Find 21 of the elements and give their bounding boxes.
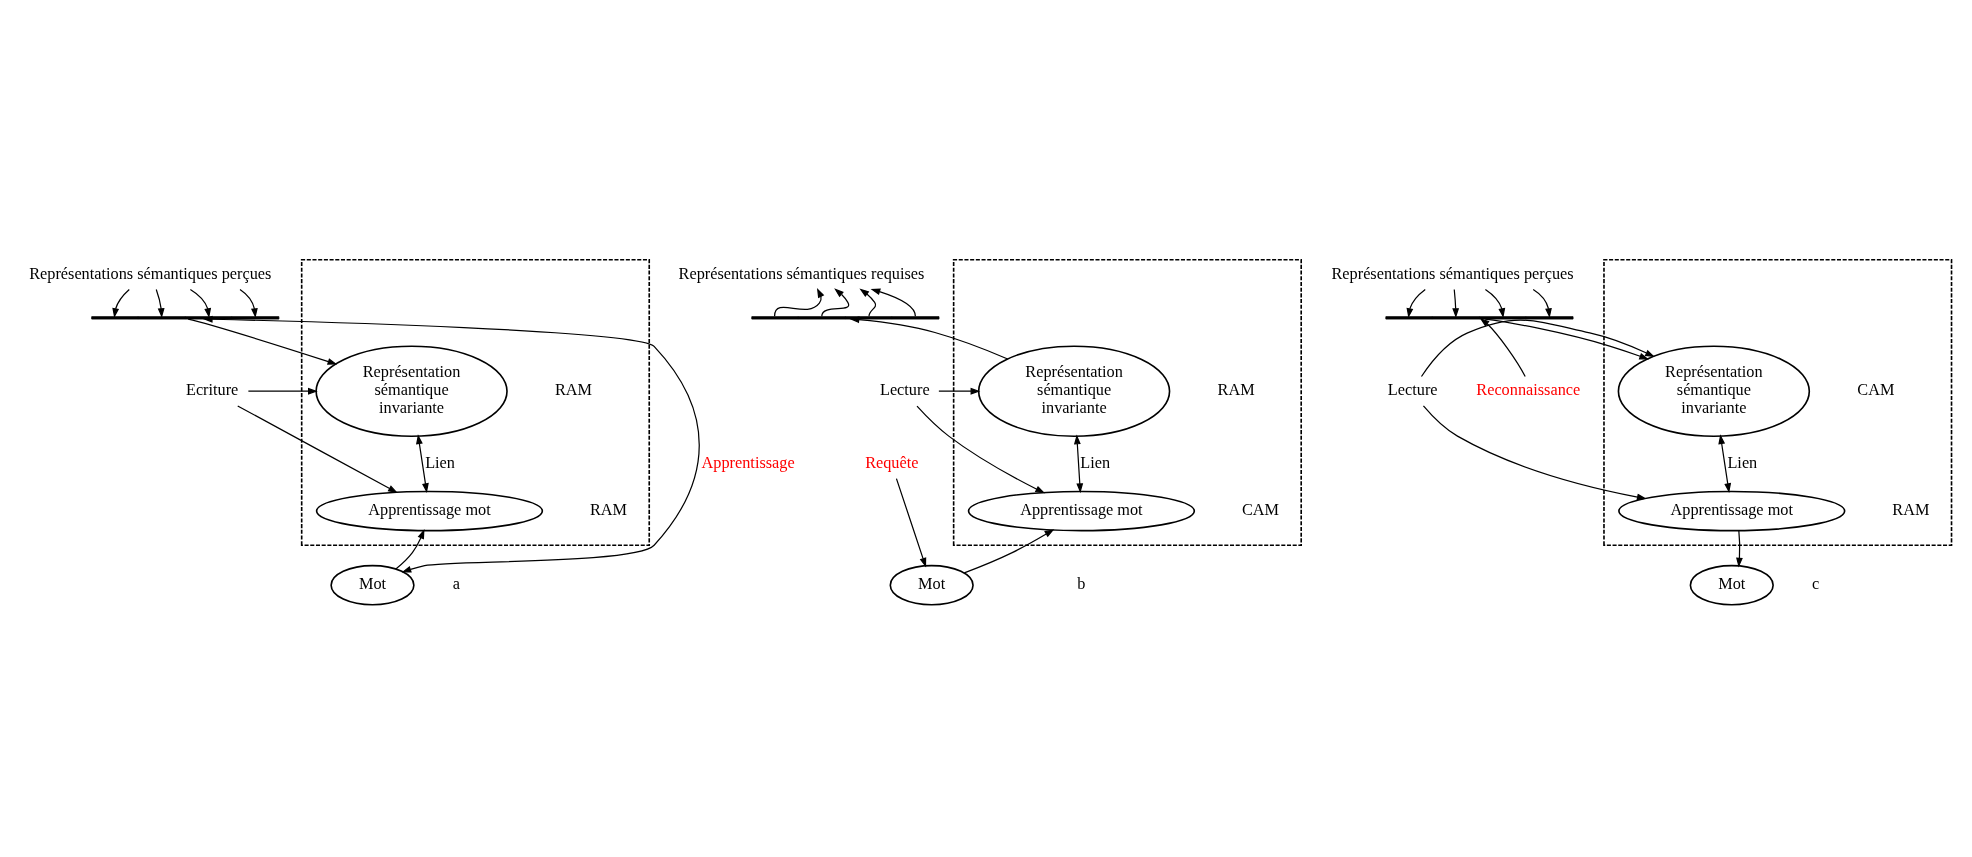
edge-label: Lien [425, 453, 455, 472]
node-text: Représentations sémantiques perçues [29, 264, 272, 283]
node-text: Représentations sémantiques requises [678, 264, 925, 283]
node-text: Reconnaissance [1476, 380, 1581, 399]
edge-label: Apprentissage [701, 453, 795, 472]
label: b [1077, 574, 1086, 593]
node-label: RAM [1892, 500, 1930, 519]
label: a [452, 574, 460, 593]
node-text: Représentations sémantiques perçues [1331, 264, 1574, 283]
node-label: CAM [1241, 500, 1280, 519]
label: c [1811, 574, 1820, 593]
node-text: Requête [865, 453, 919, 472]
edge-label: Lien [1080, 453, 1111, 472]
node-label: CAM [1857, 380, 1895, 399]
node-text: Ecriture [185, 380, 239, 399]
node-text: Lecture [1387, 380, 1438, 399]
node-text: Lecture [879, 380, 930, 399]
edge-label: Lien [1727, 453, 1758, 472]
node-label: RAM [1217, 380, 1255, 399]
node-label: RAM [555, 380, 593, 399]
node-label: RAM [590, 500, 628, 519]
